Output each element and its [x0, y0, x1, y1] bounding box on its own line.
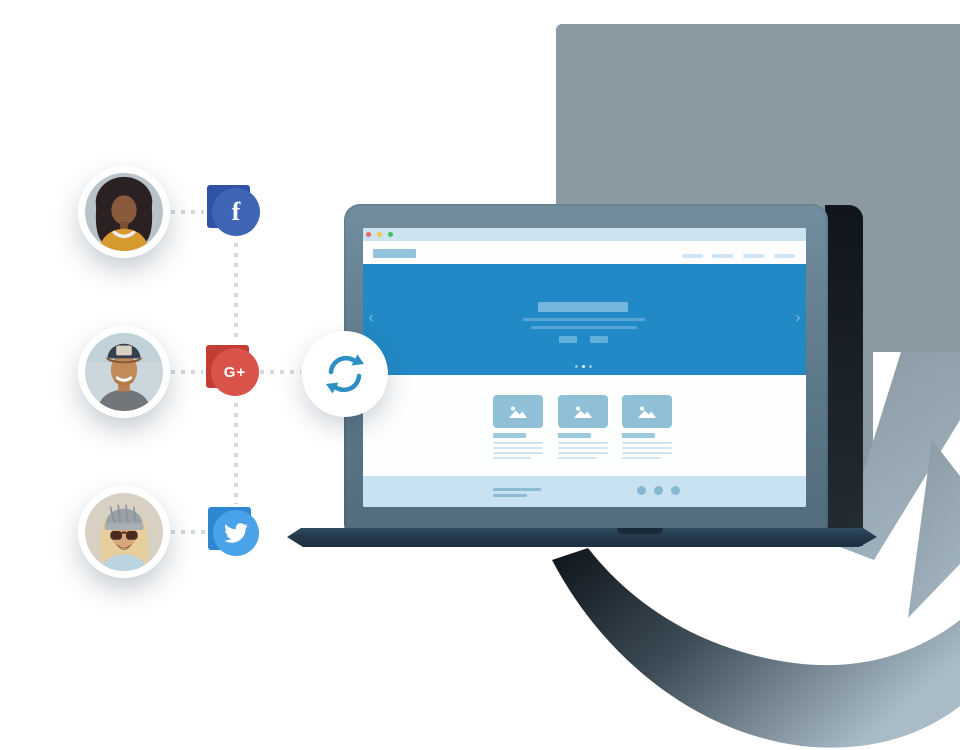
nav-link-3[interactable]	[743, 254, 764, 258]
carousel-prev-button[interactable]: ‹	[368, 309, 374, 326]
nav-link-1[interactable]	[682, 254, 703, 258]
card-title-placeholder	[493, 433, 526, 438]
avatar-woman-sunglasses[interactable]	[78, 486, 170, 578]
google-plus-icon: G+	[211, 348, 259, 396]
sync-arrows-icon	[326, 354, 364, 394]
traffic-light-yellow[interactable]	[377, 232, 382, 237]
traffic-light-green[interactable]	[388, 232, 393, 237]
hero-button-2[interactable]	[590, 336, 608, 343]
twitter-bird-icon	[224, 523, 248, 543]
hero-title-placeholder	[538, 302, 628, 312]
facebook-button[interactable]: f	[206, 184, 264, 242]
card-text-line	[493, 442, 543, 444]
footer-text-line-2	[493, 494, 527, 497]
card-text-line	[493, 452, 543, 454]
card-text-line	[558, 457, 596, 459]
sync-badge[interactable]	[302, 331, 388, 417]
hero-text-line-2	[531, 326, 637, 329]
picture-icon	[638, 406, 656, 418]
connector-facebook-googleplus	[234, 243, 238, 342]
content-card-2[interactable]	[558, 395, 608, 461]
picture-icon	[574, 406, 592, 418]
card-text-line	[493, 457, 531, 459]
avatar-photo	[85, 333, 163, 411]
traffic-light-red[interactable]	[366, 232, 371, 237]
footer-text-line-1	[493, 488, 541, 491]
picture-icon	[509, 406, 527, 418]
twitter-icon	[213, 510, 259, 556]
pager-dot-3[interactable]	[589, 365, 592, 368]
google-plus-button[interactable]: G+	[205, 344, 263, 402]
card-image-placeholder	[622, 395, 672, 428]
laptop-screen-bezel: ‹ ›	[344, 204, 828, 540]
card-text-line	[622, 452, 672, 454]
nav-link-4[interactable]	[774, 254, 795, 258]
google-plus-glyph: G+	[223, 363, 247, 381]
card-text-line	[558, 452, 608, 454]
browser-titlebar	[363, 228, 806, 241]
hero-button-1[interactable]	[559, 336, 577, 343]
connector-googleplus-sync	[260, 370, 301, 374]
carousel-next-button[interactable]: ›	[795, 309, 801, 326]
pager-dot-2[interactable]	[582, 365, 585, 368]
footer-social-dot-2[interactable]	[654, 486, 663, 495]
connector-avatar1-facebook	[171, 210, 204, 214]
site-footer	[363, 476, 806, 507]
card-image-placeholder	[493, 395, 543, 428]
twitter-button[interactable]	[207, 506, 265, 564]
card-title-placeholder	[622, 433, 655, 438]
laptop-cast-shadow	[825, 205, 863, 546]
cards-section	[363, 375, 806, 476]
footer-social-dot-3[interactable]	[671, 486, 680, 495]
pager-dot-1[interactable]	[575, 365, 578, 368]
connector-googleplus-twitter	[234, 403, 238, 504]
content-card-1[interactable]	[493, 395, 543, 461]
card-text-line	[493, 447, 543, 449]
card-text-line	[622, 457, 660, 459]
card-text-line	[622, 442, 672, 444]
card-image-placeholder	[558, 395, 608, 428]
avatar-photo	[85, 173, 163, 251]
site-navbar	[363, 241, 806, 264]
glyph-swoosh	[552, 548, 960, 748]
hero-banner: ‹ ›	[363, 264, 806, 375]
browser-window: ‹ ›	[363, 228, 806, 507]
card-text-line	[558, 442, 608, 444]
nav-link-2[interactable]	[712, 254, 733, 258]
avatar-woman-curly-hair[interactable]	[78, 166, 170, 258]
avatar-man-cap[interactable]	[78, 326, 170, 418]
site-logo-placeholder[interactable]	[373, 249, 416, 258]
hero-text-line-1	[523, 318, 645, 321]
glyph-band-right	[908, 440, 960, 618]
footer-social-dot-1[interactable]	[637, 486, 646, 495]
facebook-icon: f	[212, 188, 260, 236]
card-title-placeholder	[558, 433, 591, 438]
laptop-base	[287, 528, 877, 547]
card-text-line	[622, 447, 672, 449]
content-card-3[interactable]	[622, 395, 672, 461]
glyph-band-left	[840, 352, 960, 560]
connector-avatar2-googleplus	[171, 370, 203, 374]
facebook-f-glyph: f	[231, 197, 241, 226]
avatar-photo	[85, 493, 163, 571]
connector-avatar3-twitter	[171, 530, 205, 534]
card-text-line	[558, 447, 608, 449]
laptop-base-notch	[617, 528, 663, 534]
